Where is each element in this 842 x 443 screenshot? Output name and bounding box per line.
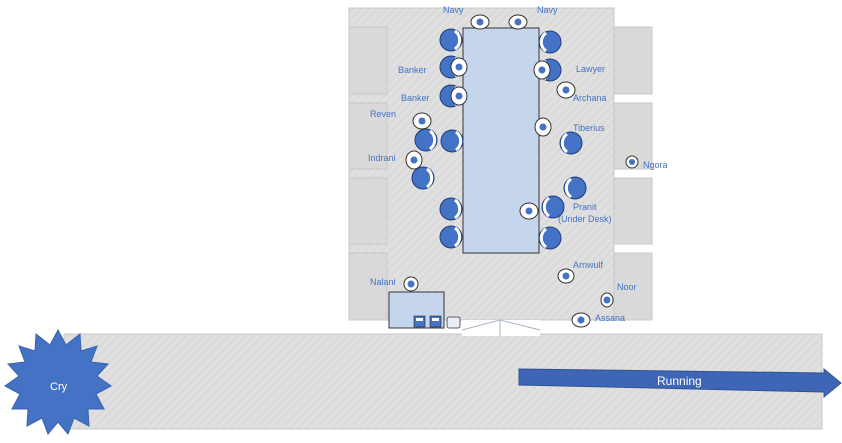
person-icon [508, 14, 528, 30]
running-label: Running [657, 374, 702, 388]
chair-icon [411, 166, 435, 190]
label-archana: Archana [573, 93, 607, 103]
person-icon [412, 112, 432, 130]
chair-icon [538, 30, 562, 54]
label-banker-1: Banker [398, 65, 427, 75]
doorway [462, 320, 540, 336]
chair-icon [559, 131, 583, 155]
chair-icon [414, 128, 438, 152]
monitor-icon [446, 316, 461, 329]
label-pranit: Pranit [573, 202, 597, 212]
label-tiberius: Tiberius [573, 123, 605, 133]
printer-icon [413, 315, 426, 328]
wall-block [348, 102, 388, 170]
label-noor: Noor [617, 282, 637, 292]
label-indrani: Indrani [368, 153, 396, 163]
wall-block [613, 252, 653, 321]
person-icon [403, 276, 419, 292]
label-ngora: Ngora [643, 160, 668, 170]
label-reven: Reven [370, 109, 396, 119]
label-banker-2: Banker [401, 93, 430, 103]
label-assana: Assana [595, 313, 625, 323]
label-arnwulf: Arnwulf [573, 260, 604, 270]
person-icon [450, 86, 468, 106]
chair-icon [439, 225, 463, 249]
running-arrow [518, 367, 842, 399]
label-navy-left: Navy [443, 5, 464, 15]
wall-block [348, 177, 388, 245]
person-icon [405, 150, 423, 170]
chair-icon [440, 129, 464, 153]
printer-icon [429, 315, 442, 328]
label-nalani: Nalani [370, 277, 396, 287]
cry-starburst [4, 328, 112, 435]
wall-block [348, 26, 388, 95]
chair-icon [439, 28, 463, 52]
person-icon [556, 81, 576, 99]
person-icon [519, 202, 539, 220]
label-lawyer: Lawyer [576, 64, 605, 74]
person-icon [625, 155, 639, 169]
label-pranit-under-desk: (Under Desk) [558, 214, 612, 224]
person-icon [533, 60, 551, 80]
person-icon [450, 57, 468, 77]
wall-block [348, 252, 388, 321]
wall-block [613, 26, 653, 95]
person-icon [557, 268, 575, 284]
person-icon [571, 312, 591, 328]
chair-icon [538, 226, 562, 250]
cry-label: Cry [50, 381, 68, 393]
chair-icon [439, 197, 463, 221]
label-navy-right: Navy [537, 5, 558, 15]
person-icon [534, 117, 552, 137]
person-icon [600, 292, 614, 308]
person-icon [470, 14, 490, 30]
chair-icon [563, 176, 587, 200]
chair-icon [541, 195, 565, 219]
wall-block [613, 177, 653, 245]
